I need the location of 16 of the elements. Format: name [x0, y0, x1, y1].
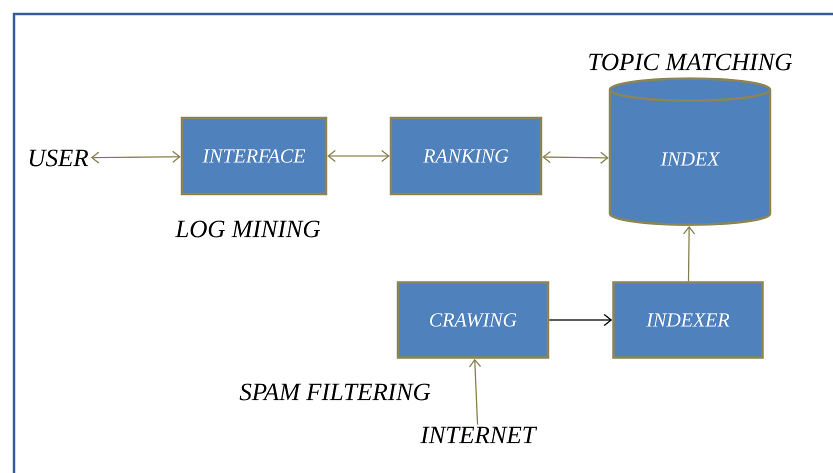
arrow: [542, 151, 609, 164]
text-label: USER: [30, 150, 88, 166]
process-box: CRAWING: [396, 281, 550, 359]
arrow: [549, 314, 612, 326]
process-box: INTERFACE: [180, 116, 328, 196]
arrow: [90, 150, 181, 164]
database-cylinder: INDEX: [608, 77, 772, 226]
text-label: SPAM FILTERING: [240, 384, 430, 400]
arrow: [327, 150, 390, 162]
text-label: INTERNET: [420, 426, 538, 444]
arrow: [683, 226, 696, 282]
text-label: TOPIC MATCHING: [589, 54, 792, 70]
process-box: RANKING: [390, 116, 542, 196]
text-label: LOG MINING: [175, 220, 320, 238]
arrow: [469, 358, 482, 425]
process-box: INDEXER: [612, 281, 764, 359]
